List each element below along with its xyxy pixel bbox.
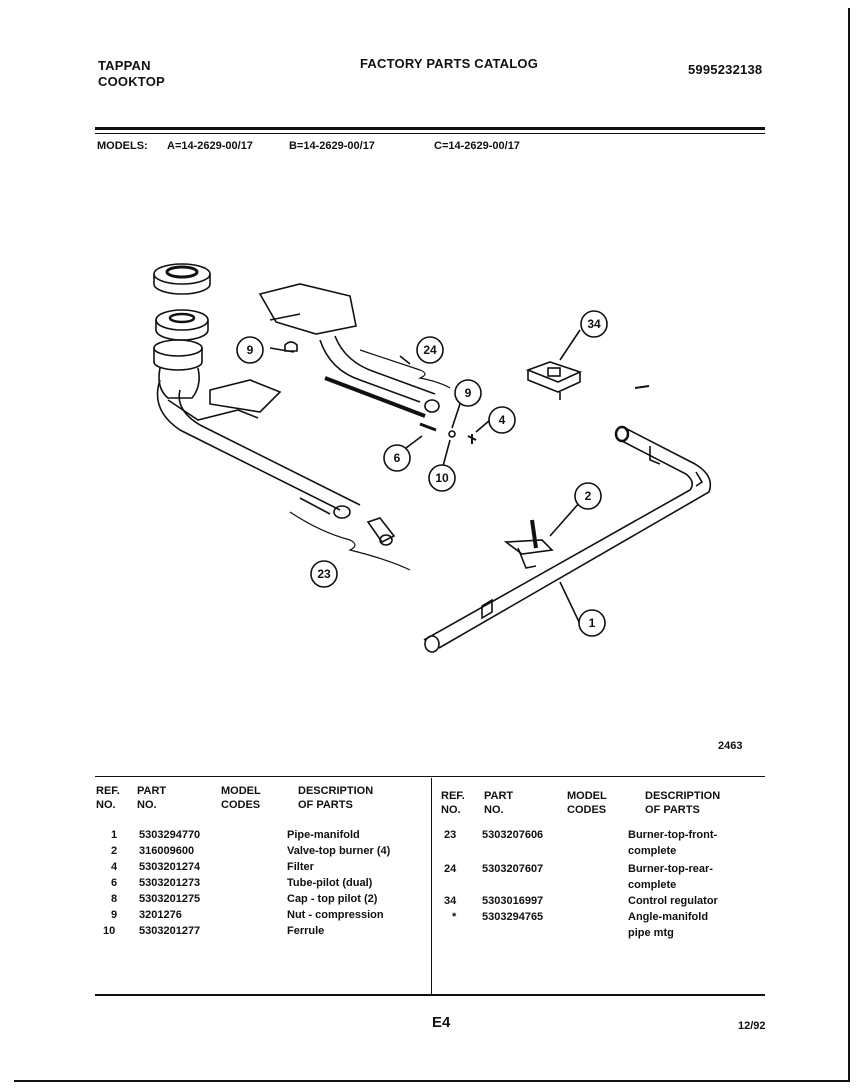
burner-stack — [153, 263, 259, 421]
header-rule — [95, 127, 765, 130]
svg-text:1: 1 — [589, 616, 596, 630]
product-type: COOKTOP — [98, 74, 165, 89]
table-top-rule — [95, 776, 765, 777]
valve — [503, 519, 554, 569]
callout-23: 23 — [310, 560, 338, 588]
models-label: MODELS: — [97, 140, 148, 152]
front-burner-tube — [156, 379, 411, 571]
regulator — [525, 361, 583, 400]
col-ref-header-left: REF.NO. — [96, 785, 120, 811]
svg-text:23: 23 — [317, 567, 331, 581]
callout-9-right: 9 — [454, 379, 482, 407]
svg-text:24: 24 — [423, 343, 437, 357]
print-date: 12/92 — [738, 1020, 766, 1032]
svg-text:10: 10 — [435, 471, 449, 485]
catalog-number: 5995232138 — [688, 62, 763, 77]
callout-1: 1 — [578, 609, 606, 637]
callout-6: 6 — [383, 444, 411, 472]
table-bottom-rule — [95, 994, 765, 996]
svg-text:9: 9 — [465, 386, 472, 400]
col-ref-header-right: REF.NO. — [441, 790, 465, 816]
callout-10: 10 — [428, 464, 456, 492]
rear-burner — [258, 283, 451, 418]
svg-text:2: 2 — [585, 489, 592, 503]
header-rule-thin — [95, 133, 765, 134]
model-c: C=14-2629-00/17 — [434, 140, 520, 152]
svg-text:6: 6 — [394, 451, 401, 465]
callout-24: 24 — [416, 336, 444, 364]
table-divider — [431, 778, 432, 996]
callout-9-left: 9 — [236, 336, 264, 364]
manifold-pipe — [423, 425, 712, 653]
model-a: A=14-2629-00/17 — [167, 140, 253, 152]
svg-text:9: 9 — [247, 343, 254, 357]
exploded-parts-diagram: 9 24 34 9 4 6 10 2 23 1 — [153, 263, 712, 653]
model-b: B=14-2629-00/17 — [289, 140, 375, 152]
page-number: E4 — [432, 1014, 451, 1031]
callout-2: 2 — [574, 482, 602, 510]
callout-4: 4 — [488, 406, 516, 434]
page-frame — [14, 8, 850, 1082]
svg-text:4: 4 — [499, 413, 506, 427]
figure-number: 2463 — [718, 740, 743, 752]
callout-34: 34 — [580, 310, 608, 338]
svg-text:34: 34 — [587, 317, 601, 331]
brand-name: TAPPAN — [98, 58, 151, 73]
catalog-title: FACTORY PARTS CATALOG — [360, 56, 539, 71]
